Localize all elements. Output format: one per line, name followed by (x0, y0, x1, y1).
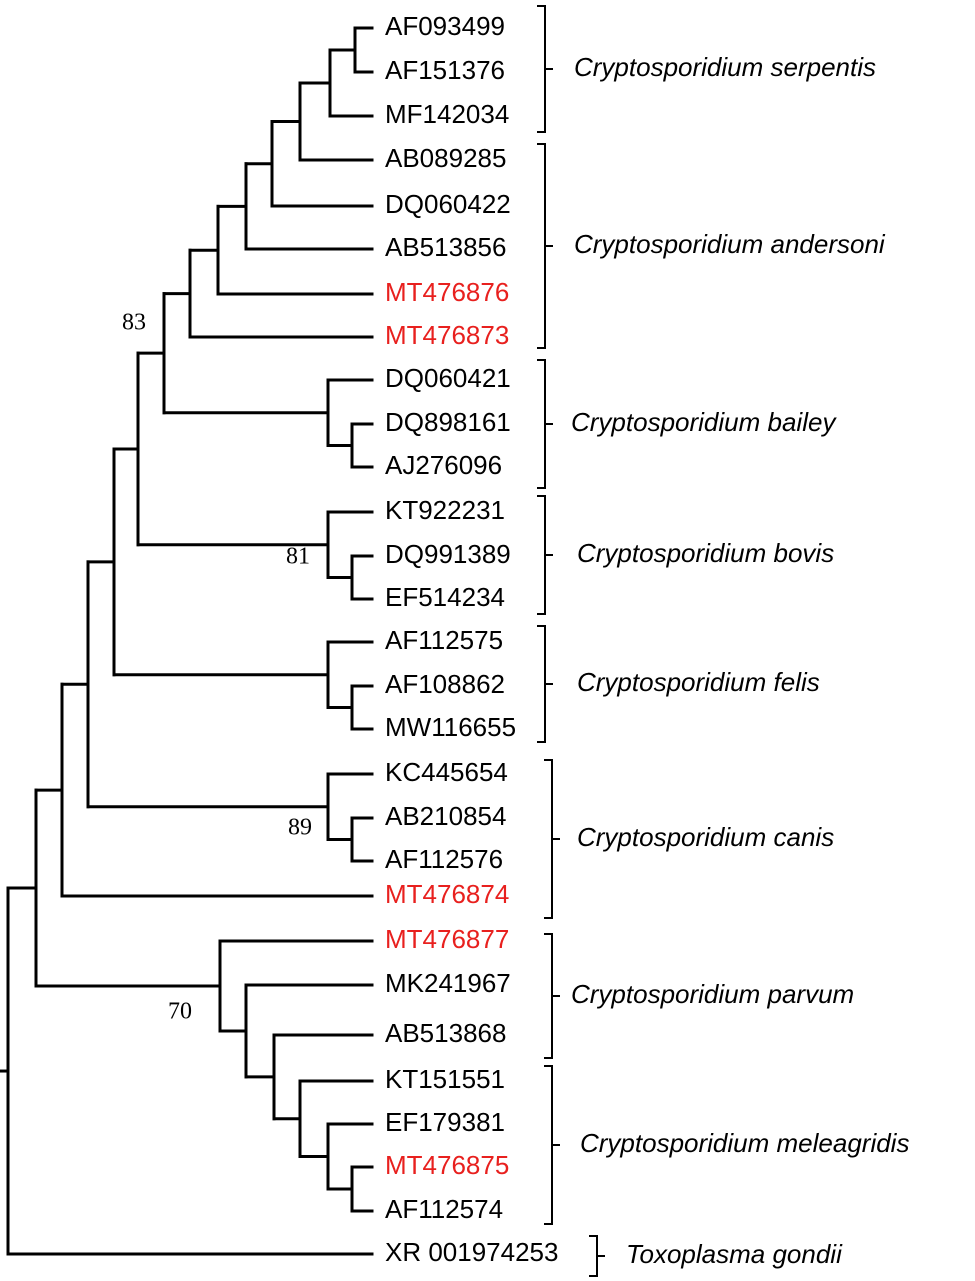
leaf-label: EF514234 (385, 582, 505, 612)
bootstrap-value: 81 (286, 544, 310, 570)
leaf-label: KC445654 (385, 757, 508, 787)
leaf-label: AF112576 (385, 844, 503, 874)
leaf-label: DQ991389 (385, 539, 511, 569)
clade-label: Cryptosporidium canis (577, 822, 834, 852)
leaf-label: MW116655 (385, 712, 516, 742)
clade-bracket (537, 143, 553, 349)
leaf-label: MK241967 (385, 968, 511, 998)
clade-label: Cryptosporidium felis (577, 667, 820, 697)
leaf-label: DQ060422 (385, 189, 511, 219)
leaf-label: KT151551 (385, 1064, 505, 1094)
leaf-label: XR 001974253 (385, 1237, 558, 1267)
leaf-label: MT476874 (385, 879, 509, 909)
clade-brackets (537, 5, 605, 1277)
leaf-label: AF112574 (385, 1194, 503, 1224)
leaf-label: AB210854 (385, 801, 506, 831)
leaf-label: AF108862 (385, 669, 505, 699)
clade-bracket (537, 625, 553, 743)
clade-label: Cryptosporidium serpentis (574, 52, 876, 82)
leaf-label: MT476877 (385, 924, 509, 954)
clade-label: Cryptosporidium parvum (571, 979, 854, 1009)
clade-label: Cryptosporidium bailey (571, 407, 837, 437)
leaf-labels: AF093499AF151376MF142034AB089285DQ060422… (385, 11, 558, 1267)
leaf-label: MT476876 (385, 277, 509, 307)
clade-bracket (544, 1065, 560, 1225)
leaf-label: AB513868 (385, 1018, 506, 1048)
bootstrap-values: 83 81 89 70 (122, 310, 312, 1025)
leaf-label: MF142034 (385, 99, 509, 129)
leaf-label: AF112575 (385, 625, 503, 655)
clade-label: Toxoplasma gondii (626, 1239, 843, 1269)
clade-bracket (589, 1235, 605, 1277)
leaf-label: DQ898161 (385, 407, 511, 437)
leaf-label: AJ276096 (385, 450, 502, 480)
leaf-label: DQ060421 (385, 363, 511, 393)
clade-label: Cryptosporidium andersoni (574, 229, 886, 259)
bootstrap-value: 89 (288, 815, 312, 841)
clade-bracket (544, 759, 560, 919)
leaf-label: MT476873 (385, 320, 509, 350)
clade-label: Cryptosporidium bovis (577, 538, 834, 568)
leaf-label: AB513856 (385, 232, 506, 262)
leaf-label: EF179381 (385, 1107, 505, 1137)
leaf-label: AB089285 (385, 143, 506, 173)
clade-bracket (537, 495, 553, 615)
bootstrap-value: 70 (168, 999, 192, 1025)
leaf-label: MT476875 (385, 1150, 509, 1180)
clade-bracket (544, 933, 560, 1059)
leaf-label: AF093499 (385, 11, 505, 41)
leaf-label: KT922231 (385, 495, 505, 525)
clade-bracket (537, 5, 553, 133)
clade-label: Cryptosporidium meleagridis (580, 1128, 909, 1158)
clade-labels: Cryptosporidium serpentisCryptosporidium… (571, 52, 909, 1269)
leaf-label: AF151376 (385, 55, 505, 85)
tree-branches (0, 26, 374, 1256)
clade-bracket (537, 359, 553, 489)
bootstrap-value: 83 (122, 310, 146, 336)
